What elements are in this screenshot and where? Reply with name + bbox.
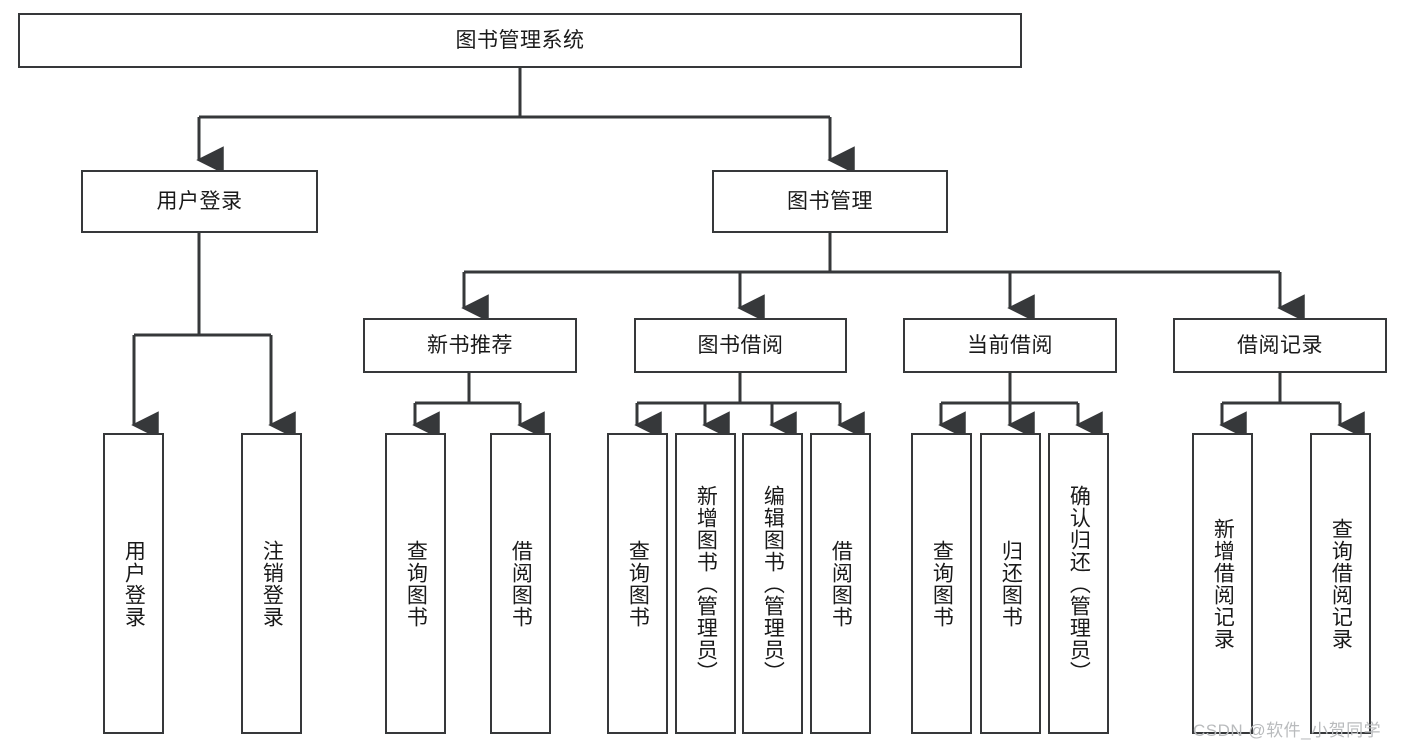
node-user-login-label: 用户登录 [156,189,243,213]
node-leaf-query-book-3[interactable]: 查询图书 [911,433,972,734]
node-leaf-borrow-book-1[interactable]: 借阅图书 [490,433,551,734]
node-leaf-query-book-1-label: 查询图书 [404,539,428,628]
node-leaf-query-book-2[interactable]: 查询图书 [607,433,668,734]
node-current-borrow-label: 当前借阅 [967,333,1053,357]
node-leaf-edit-book-label: 编辑图书（管理员） [761,484,785,683]
node-book-manage-label: 图书管理 [787,189,873,213]
node-root-label: 图书管理系统 [455,28,585,52]
watermark: CSDN @软件_小贺同学 [1193,721,1382,740]
node-leaf-borrow-book-2[interactable]: 借阅图书 [810,433,871,734]
node-leaf-query-record[interactable]: 查询借阅记录 [1310,433,1371,734]
node-current-borrow[interactable]: 当前借阅 [903,318,1117,373]
node-leaf-query-book-1[interactable]: 查询图书 [385,433,446,734]
node-leaf-user-login-label: 用户登录 [122,539,146,628]
node-leaf-edit-book[interactable]: 编辑图书（管理员） [742,433,803,734]
node-user-login[interactable]: 用户登录 [81,170,318,233]
node-leaf-user-login[interactable]: 用户登录 [103,433,164,734]
node-borrow-record[interactable]: 借阅记录 [1173,318,1387,373]
node-new-book-rec[interactable]: 新书推荐 [363,318,577,373]
node-leaf-query-record-label: 查询借阅记录 [1329,517,1353,650]
node-leaf-query-book-2-label: 查询图书 [626,539,650,628]
node-book-manage[interactable]: 图书管理 [712,170,948,233]
node-leaf-add-record-label: 新增借阅记录 [1211,517,1235,650]
node-leaf-add-record[interactable]: 新增借阅记录 [1192,433,1253,734]
node-leaf-return-book[interactable]: 归还图书 [980,433,1041,734]
node-leaf-logout-label: 注销登录 [260,539,284,628]
node-leaf-borrow-book-1-label: 借阅图书 [509,539,533,628]
node-leaf-add-book[interactable]: 新增图书（管理员） [675,433,736,734]
node-book-borrow-label: 图书借阅 [697,333,784,357]
node-leaf-logout[interactable]: 注销登录 [241,433,302,734]
node-borrow-record-label: 借阅记录 [1237,333,1323,357]
node-root[interactable]: 图书管理系统 [18,13,1022,68]
node-leaf-borrow-book-2-label: 借阅图书 [829,539,853,628]
node-leaf-return-book-label: 归还图书 [999,539,1023,628]
node-leaf-add-book-label: 新增图书（管理员） [694,484,718,683]
node-leaf-query-book-3-label: 查询图书 [930,539,954,628]
node-leaf-confirm-return-label: 确认归还（管理员） [1067,484,1091,683]
node-new-book-rec-label: 新书推荐 [427,333,513,357]
node-leaf-confirm-return[interactable]: 确认归还（管理员） [1048,433,1109,734]
node-book-borrow[interactable]: 图书借阅 [634,318,847,373]
